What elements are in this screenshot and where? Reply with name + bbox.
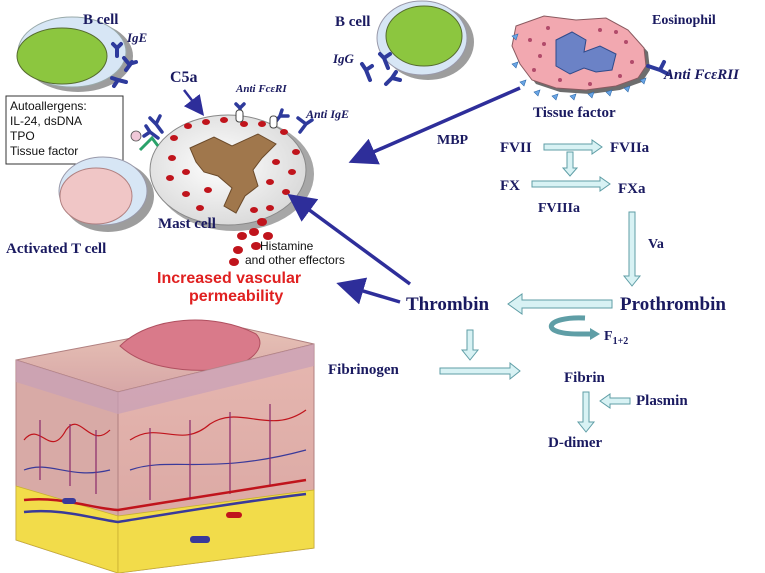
b-cell-middle-label: B cell [335, 14, 370, 30]
fibrinogen-to-fibrin-arrow [439, 361, 521, 381]
vascular-permeability-2: permeability [189, 288, 283, 305]
t-cell-link [138, 135, 160, 152]
mast-cell-receptors [142, 102, 314, 140]
anti-fceri-mast-label: Anti FcεRI [235, 83, 287, 95]
thrombin-label: Thrombin [406, 294, 490, 315]
b-cell-left-label: B cell [83, 12, 118, 28]
antigen-marker [130, 130, 142, 142]
anti-fceri-ii-label: Anti FcεRII [663, 67, 740, 83]
thrombin-to-permeability-arrow [336, 277, 401, 305]
fx-label: FX [500, 178, 520, 194]
plasmin-label: Plasmin [636, 393, 688, 409]
prothrombin-label: Prothrombin [620, 294, 726, 315]
b-cell-left [16, 16, 133, 92]
fvii-label: FVII [500, 140, 532, 156]
eosinophil-nucleus [555, 31, 617, 75]
autoallergens-box: Autoallergens: IL-24, dsDNA TPO Tissue f… [5, 95, 124, 165]
anti-ige-label: Anti IgE [305, 107, 349, 121]
autoallergens-line-4: Tissue factor [10, 144, 78, 158]
skin-block [15, 319, 315, 573]
eosinophil-triangles [511, 33, 647, 101]
c5a-label: C5a [170, 69, 198, 86]
igg-antibodies [360, 52, 402, 86]
vascular-permeability-1: Increased vascular [157, 270, 301, 287]
ige-antibodies [110, 42, 138, 88]
f12-label: F1+2 [604, 329, 628, 347]
tissue-factor-label: Tissue factor [533, 105, 616, 121]
eosinophil-antibody [646, 60, 670, 76]
mbp-arrow [348, 86, 521, 165]
cascade-arrows [439, 139, 642, 433]
b-cell-middle [376, 0, 474, 80]
fviiia-label: FVIIIa [538, 201, 580, 216]
fxa-label: FXa [618, 181, 646, 197]
f12-base: F [604, 329, 613, 344]
histamine-label-1: Histamine [260, 239, 314, 253]
fibrin-to-ddimer-arrow [576, 391, 596, 433]
activated-t-cell-label: Activated T cell [6, 241, 106, 257]
eosinophil [511, 15, 670, 101]
skin-wheal [119, 319, 261, 371]
fvii-down-arrow [561, 151, 579, 177]
c5a-arrow [183, 89, 205, 116]
f12-curved-arrow-head [590, 328, 600, 340]
autoallergens-line-3: TPO [10, 129, 35, 143]
fx-to-fxa-arrow [531, 176, 611, 192]
thrombin-to-fibrinogen-arrow [460, 329, 480, 361]
fibrin-label: Fibrin [564, 370, 605, 386]
ddimer-label: D-dimer [548, 435, 602, 451]
fibrinogen-label: Fibrinogen [328, 362, 399, 378]
activated-t-cell [58, 156, 154, 232]
igg-label: IgG [332, 51, 355, 66]
va-label: Va [648, 237, 664, 252]
thrombin-to-mast-arrow [287, 193, 412, 286]
eosinophil-label: Eosinophil [652, 13, 716, 28]
mbp-label: MBP [437, 133, 469, 148]
autoallergens-line-2: IL-24, dsDNA [10, 114, 82, 128]
mast-cell-nucleus [189, 133, 277, 214]
autoallergens-line-1: Autoallergens: [10, 99, 87, 113]
ige-label: IgE [126, 30, 148, 45]
eosinophil-granules [528, 26, 634, 86]
mast-cell-label: Mast cell [158, 216, 216, 232]
histamine-label-2: and other effectors [245, 253, 345, 267]
plasmin-arrow [599, 393, 631, 409]
mast-cell-receptor-stems [235, 109, 278, 129]
mast-cell-granules [166, 117, 300, 266]
fxa-to-prothrombin-arrow [622, 211, 642, 287]
f12-subscript: 1+2 [613, 336, 629, 347]
mast-cell [130, 102, 314, 266]
fviia-label: FVIIa [610, 140, 650, 156]
f12-curved-arrow [549, 315, 592, 337]
fvii-to-fviia-arrow [543, 139, 603, 155]
skin-nerves [62, 498, 242, 543]
skin-vessels [23, 404, 307, 524]
prothrombin-to-thrombin-arrow [507, 293, 613, 315]
